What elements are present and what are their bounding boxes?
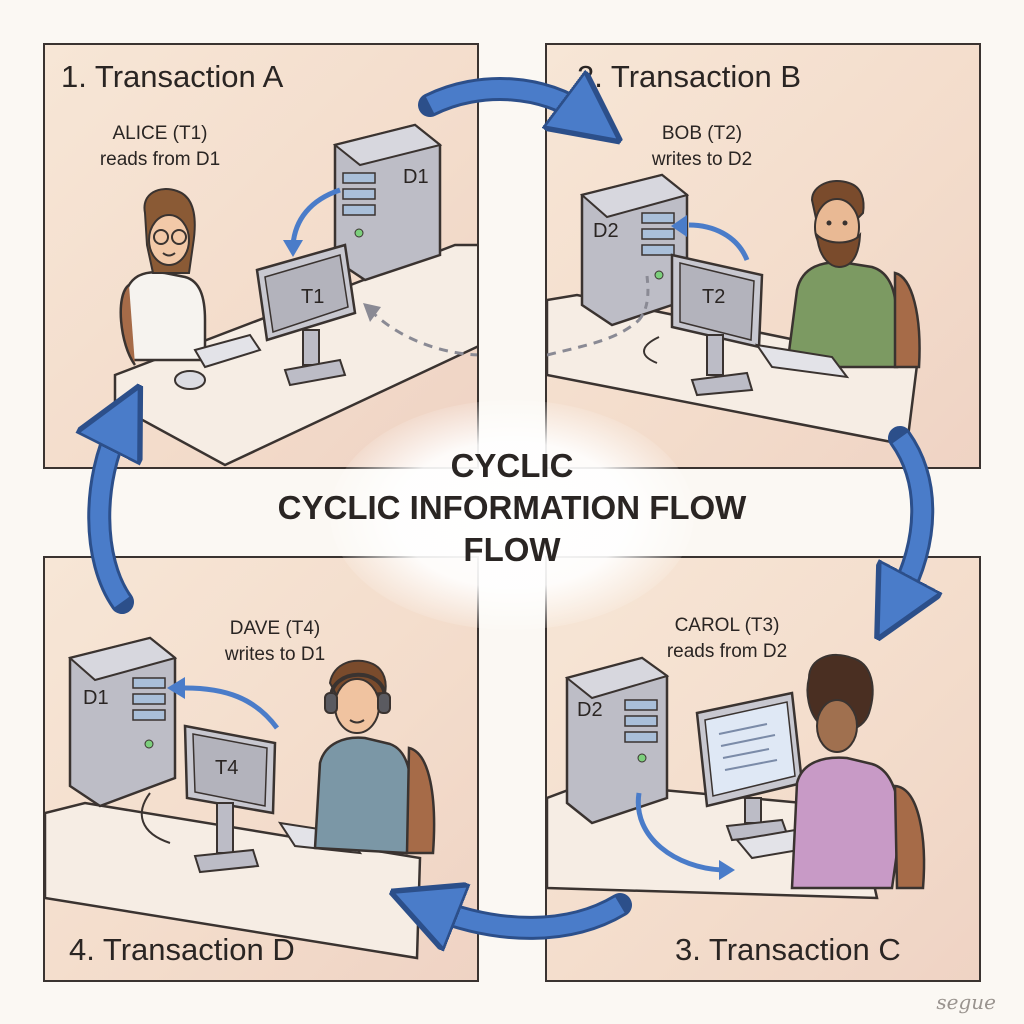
title-line-2: CYCLIC INFORMATION FLOW <box>277 489 747 526</box>
write-arrow-icon <box>184 685 280 730</box>
person-label: ALICE (T1) reads from D1 <box>65 121 255 173</box>
server-label: D1 <box>83 687 109 709</box>
person-label: CAROL (T3) reads from D2 <box>627 613 827 665</box>
arrow-b-to-c-icon <box>898 432 922 600</box>
arrow-d-to-a-icon <box>99 425 122 608</box>
monitor-label: T1 <box>301 286 324 308</box>
headphones-icon <box>324 692 338 714</box>
carol-avatar <box>790 653 926 890</box>
server-label: D2 <box>577 699 603 721</box>
dashed-flow-arrow-icon <box>368 308 477 357</box>
server-label: D1 <box>403 166 429 188</box>
write-arrow-icon <box>688 222 750 262</box>
artist-signature: segue <box>936 990 996 1014</box>
cable <box>643 336 660 364</box>
person-name: ALICE (T1) <box>112 123 208 144</box>
server-icon <box>332 123 443 282</box>
server-icon <box>579 173 690 327</box>
title-line-3: FLOW <box>463 531 561 568</box>
read-arrow-icon <box>290 187 341 246</box>
server-icon <box>67 636 178 808</box>
dashed-flow-arrow-icon <box>547 318 641 357</box>
alice-avatar <box>119 188 207 366</box>
server-label: D2 <box>593 220 619 242</box>
panel-title: 3. Transaction C <box>675 932 901 967</box>
panel-title: 4. Transaction D <box>69 932 295 967</box>
scene-alice: D1 T1 <box>113 123 477 467</box>
monitor-label: T2 <box>702 286 725 308</box>
keyboard <box>193 333 262 369</box>
person-action: reads from D1 <box>99 149 221 170</box>
monitor-label: T4 <box>215 757 238 779</box>
monitor <box>183 724 277 874</box>
person-name: DAVE (T4) <box>229 618 321 639</box>
title-line-1: CYCLIC <box>450 447 574 484</box>
person-label: BOB (T2) writes to D2 <box>612 121 792 173</box>
keyboard <box>754 343 850 379</box>
monitor <box>670 253 764 397</box>
cable <box>140 792 171 844</box>
diagram-title: CYCLIC CYCLIC INFORMATION FLOW FLOW <box>212 445 812 571</box>
server-icon <box>564 656 670 825</box>
read-arrow-icon <box>635 792 723 873</box>
arrow-c-to-d-icon <box>432 905 625 928</box>
center-glow <box>330 400 694 630</box>
person-name: BOB (T2) <box>661 123 743 144</box>
desk <box>547 293 919 447</box>
scene-carol: D2 <box>547 653 926 900</box>
mouse <box>174 370 206 390</box>
panel-title: 1. Transaction A <box>61 59 284 94</box>
person-action: reads from D2 <box>666 641 788 662</box>
scene-bob: D2 T2 <box>547 173 921 447</box>
person-action: writes to D1 <box>224 644 326 665</box>
monitor <box>255 243 357 387</box>
person-action: writes to D2 <box>651 149 753 170</box>
person-name: CAROL (T3) <box>674 615 780 636</box>
arrow-a-to-b-icon <box>425 89 585 115</box>
bob-avatar <box>785 180 921 369</box>
dashed-link-icon <box>637 274 650 321</box>
panel-transaction-c: D2 3. Transaction C CAROL (T3) reads fro… <box>545 556 981 982</box>
dave-avatar <box>313 659 436 855</box>
person-label: DAVE (T4) writes to D1 <box>185 616 365 668</box>
scene-dave: D1 T4 <box>45 636 436 960</box>
